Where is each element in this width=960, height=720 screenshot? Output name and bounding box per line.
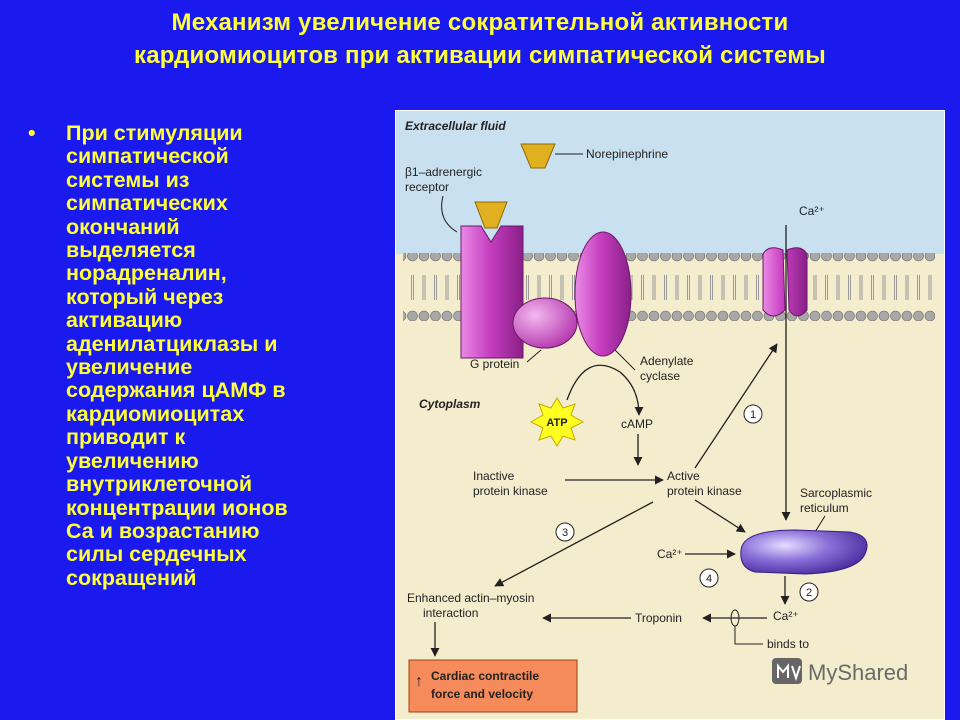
atp-star-icon bbox=[529, 397, 585, 447]
bullet-line: концентрации ионов bbox=[66, 495, 288, 520]
camp-label: cAMP bbox=[621, 417, 653, 431]
extracellular-region bbox=[396, 111, 944, 254]
active-pk-label-1: Active bbox=[667, 469, 700, 483]
inactive-pk-label-2: protein kinase bbox=[473, 484, 548, 498]
sarcoplasmic-reticulum-icon bbox=[740, 529, 868, 575]
step-2-label: 2 bbox=[806, 587, 812, 599]
norepinephrine-icon bbox=[520, 143, 556, 169]
active-pk-label-2: protein kinase bbox=[667, 484, 742, 498]
ca-sr-label: Ca²⁺ bbox=[657, 547, 683, 561]
adenylate-cyclase-icon bbox=[574, 231, 632, 357]
cardiac-result-box bbox=[408, 659, 578, 713]
watermark: MyShared bbox=[772, 658, 908, 685]
step-2-marker bbox=[799, 582, 819, 602]
bullet-line: сокращений bbox=[66, 565, 197, 590]
title-line-2: кардиомиоцитов при активации симпатическ… bbox=[134, 42, 826, 69]
step-3-marker bbox=[555, 522, 575, 542]
receptor-label-1: β1–adrenergic bbox=[405, 165, 482, 179]
pk-to-sr-arrow bbox=[694, 499, 746, 533]
bullet-line: силы сердечных bbox=[66, 542, 247, 567]
bullet-line: аденилатциклазы и bbox=[66, 331, 278, 356]
bullet-line: кардиомиоцитах bbox=[66, 401, 245, 426]
slide-title: Механизм увеличение сократительной актив… bbox=[0, 6, 960, 72]
bullet-line: симпатических bbox=[66, 191, 228, 216]
bullet-line: норадреналин, bbox=[66, 261, 227, 286]
bullet-line: увеличению bbox=[66, 448, 199, 473]
bullet-line: симпатической bbox=[66, 144, 229, 169]
pk-to-ca-channel-arrow bbox=[694, 343, 778, 469]
sr-label-2: reticulum bbox=[800, 501, 849, 515]
norepinephrine-label: Norepinephrine bbox=[586, 147, 668, 161]
calcium-channel-icon bbox=[762, 247, 808, 317]
atp-to-camp-arrow bbox=[566, 364, 644, 416]
cytoplasm-label: Cytoplasm bbox=[419, 397, 481, 411]
bullet-line: Са и возрастанию bbox=[66, 518, 260, 543]
bullet-line: выделяется bbox=[66, 238, 196, 263]
signaling-diagram: Extracellular fluid Norepinephrine β1–ad… bbox=[395, 110, 945, 720]
binds-to-label: binds to bbox=[767, 637, 809, 651]
bullet-line: активацию bbox=[66, 308, 183, 333]
bullet-marker: • bbox=[28, 121, 36, 145]
bound-norepinephrine-icon bbox=[474, 201, 508, 229]
pk-to-enhanced-arrow bbox=[494, 501, 654, 587]
bullet-line: внутриклеточной bbox=[66, 472, 253, 497]
cardiac-label-1: Cardiac contractile bbox=[431, 669, 539, 683]
ca-channel-label: Ca²⁺ bbox=[799, 204, 825, 218]
g-protein-label: G protein bbox=[470, 357, 519, 371]
watermark-text: MyShared bbox=[808, 660, 908, 685]
step-4-label: 4 bbox=[706, 573, 712, 585]
extracellular-label: Extracellular fluid bbox=[405, 119, 506, 133]
step-4-marker bbox=[699, 568, 719, 588]
g-protein-icon bbox=[512, 297, 578, 349]
receptor-label-2: receptor bbox=[405, 180, 449, 194]
step-3-label: 3 bbox=[562, 527, 568, 539]
adenylate-label-1: Adenylate bbox=[640, 354, 694, 368]
adenylate-label-2: cyclase bbox=[640, 369, 680, 383]
title-line-1: Механизм увеличение сократительной актив… bbox=[171, 9, 789, 36]
beta1-receptor-icon bbox=[460, 225, 524, 359]
enhanced-label-1: Enhanced actin–myosin bbox=[407, 591, 534, 605]
step-1-label: 1 bbox=[750, 409, 756, 421]
bullet-line: окончаний bbox=[66, 214, 180, 239]
sr-label-1: Sarcoplasmic bbox=[800, 486, 872, 500]
step-1-marker bbox=[743, 404, 763, 424]
bullet-line: содержания цАМФ в bbox=[66, 378, 286, 403]
enhanced-label-2: interaction bbox=[423, 606, 478, 620]
bullet-line: системы из bbox=[66, 167, 190, 192]
bullet-line: При стимуляции bbox=[66, 121, 243, 145]
bullet-line: увеличение bbox=[66, 355, 193, 380]
cardiac-up-arrow-icon: ↑ bbox=[415, 673, 423, 690]
bullet-text: При стимуляции симпатической системы из … bbox=[66, 121, 288, 590]
bullet-line: который через bbox=[66, 284, 224, 309]
ca-bottom-label: Ca²⁺ bbox=[773, 609, 799, 623]
bullet-line: приводит к bbox=[66, 425, 186, 450]
troponin-label: Troponin bbox=[635, 611, 682, 625]
inactive-pk-label-1: Inactive bbox=[473, 469, 515, 483]
atp-label: ATP bbox=[546, 417, 567, 429]
cardiac-label-2: force and velocity bbox=[431, 687, 533, 701]
